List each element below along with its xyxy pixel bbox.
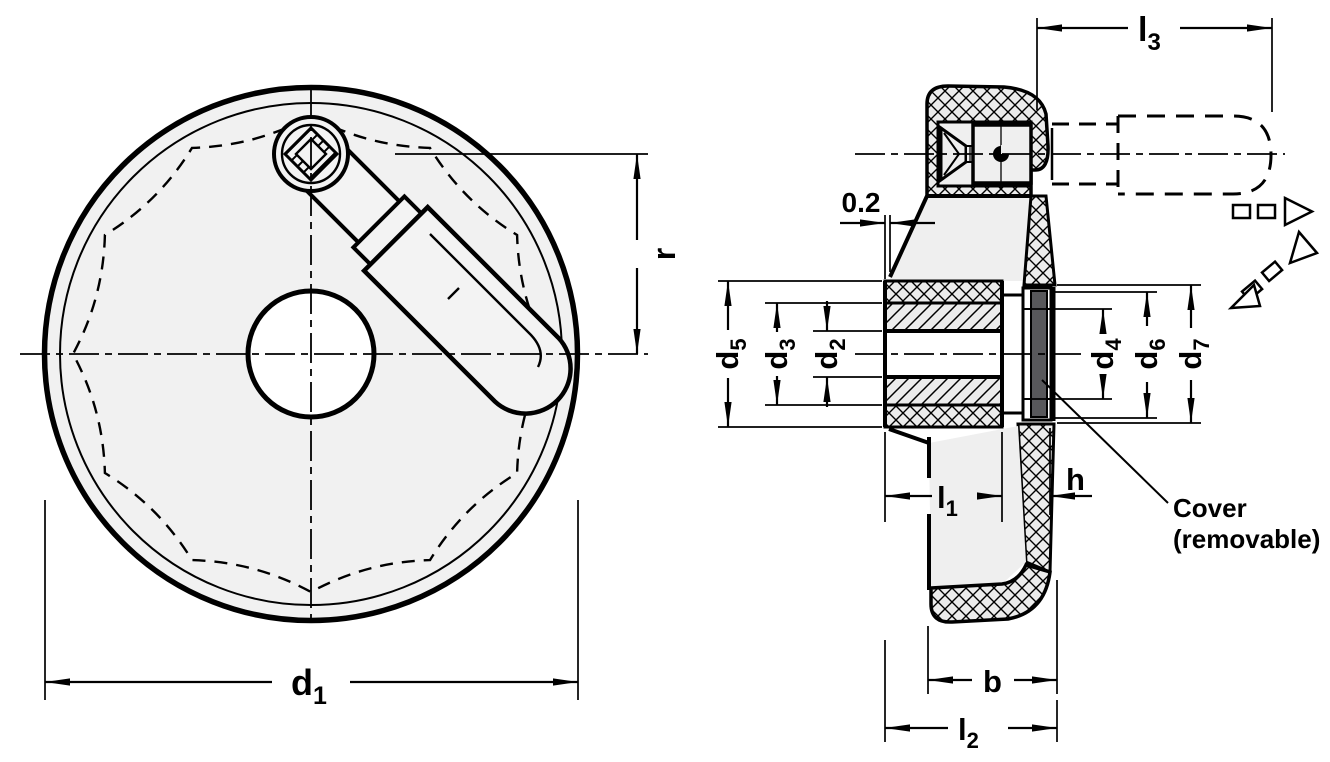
cover-note-line2: (removable) [1173,524,1320,554]
dim-h-label: h [1066,462,1085,497]
dim-l2-sub: 2 [967,728,979,753]
dimension-l2: l2 [884,640,1058,753]
dimension-d3: d3 [759,302,882,406]
dimension-d2: d2 [809,301,882,407]
handle-grip-tick [447,287,460,300]
dim-l1-sub: 1 [946,496,958,521]
dim-d4-sub: 4 [1101,338,1126,351]
wheel-back-recess-hidden-contour [71,114,551,594]
dim-d2-base: d [809,351,844,370]
dim-d4-label: d4 [1085,338,1126,370]
cover-note-line1: Cover [1173,493,1247,523]
dim-d3-base: d [759,351,794,370]
dimension-d1: d1 [44,500,579,710]
front-view: d1 r [20,84,682,710]
slide-direction-arrow [1231,195,1315,228]
dim-l1-label: l1 [937,480,958,521]
dim-d5-label: d5 [710,338,751,369]
dim-d6-label: d6 [1129,338,1170,369]
hub-bushing-bottom [883,375,1004,407]
handle-grip-phantom [1118,114,1273,196]
cover-assembly [1002,286,1056,422]
disc-front-pocket [890,196,1038,281]
dim-d2-label: d2 [809,338,850,369]
dim-d2-sub: 2 [825,338,850,350]
dimension-b: b [927,580,1058,699]
dim-d7-sub: 7 [1189,338,1214,350]
dim-b-base: b [983,664,1002,699]
disc-web-top [1022,194,1057,287]
dim-d5-sub: 5 [726,338,751,350]
hub-bushing-top [883,301,1004,333]
section-view: l3 0.2 d5 d3 [710,11,1320,753]
dim-gap-label: 0.2 [842,187,881,218]
disc-face-slope-bottom [888,427,930,445]
dim-d7-base: d [1173,351,1208,370]
dim-d1-base: d [291,662,313,703]
dimension-0-2: 0.2 [840,187,935,279]
dim-d5-base: d [710,351,745,370]
handle-extended-phantom [1050,114,1273,196]
dim-d7-label: d7 [1173,338,1214,369]
dim-d1-label: d1 [291,662,327,710]
disc-face-slope-top [888,195,929,278]
dim-d1-sub: 1 [313,682,327,710]
dim-l2-base: l [958,712,967,747]
dimension-d4: d4 [1030,308,1126,400]
cover-leader-line [1041,379,1169,504]
dim-h-base: h [1066,462,1085,497]
dimension-r: r [395,153,682,354]
dim-l3-base: l [1138,11,1147,49]
dim-r-base: r [646,248,682,260]
dimension-d5: d5 [710,280,882,428]
dim-d4-base: d [1085,351,1120,370]
dim-l2-label: l2 [958,712,979,753]
dim-d6-sub: 6 [1145,338,1170,350]
dim-l1-base: l [937,480,946,515]
dim-d3-label: d3 [759,338,800,369]
dim-l3-sub: 3 [1147,29,1160,56]
pivot-pin-dot-quarter [1001,145,1010,154]
hub-plastic-bottom [883,403,1004,429]
dimension-d6: d6 [1053,291,1170,419]
rim-section-bottom [929,562,1052,624]
handle-grip [360,203,573,416]
swivel-direction-arrow [1227,229,1320,310]
dim-l3-label: l3 [1138,11,1161,56]
dim-b-label: b [983,664,1002,699]
cover-annotation: Cover (removable) [1041,379,1320,554]
dimension-d7: d7 [1057,284,1214,424]
dimension-l3: l3 [1036,11,1273,112]
dimension-h: h [1049,428,1092,515]
dim-r-label: r [646,248,682,260]
handle-grip-contour [429,233,542,368]
dim-d3-sub: 3 [775,338,800,350]
hub-plastic-top [883,279,1004,305]
dimension-l1: l1 [884,432,1003,522]
dim-d6-base: d [1129,351,1164,370]
